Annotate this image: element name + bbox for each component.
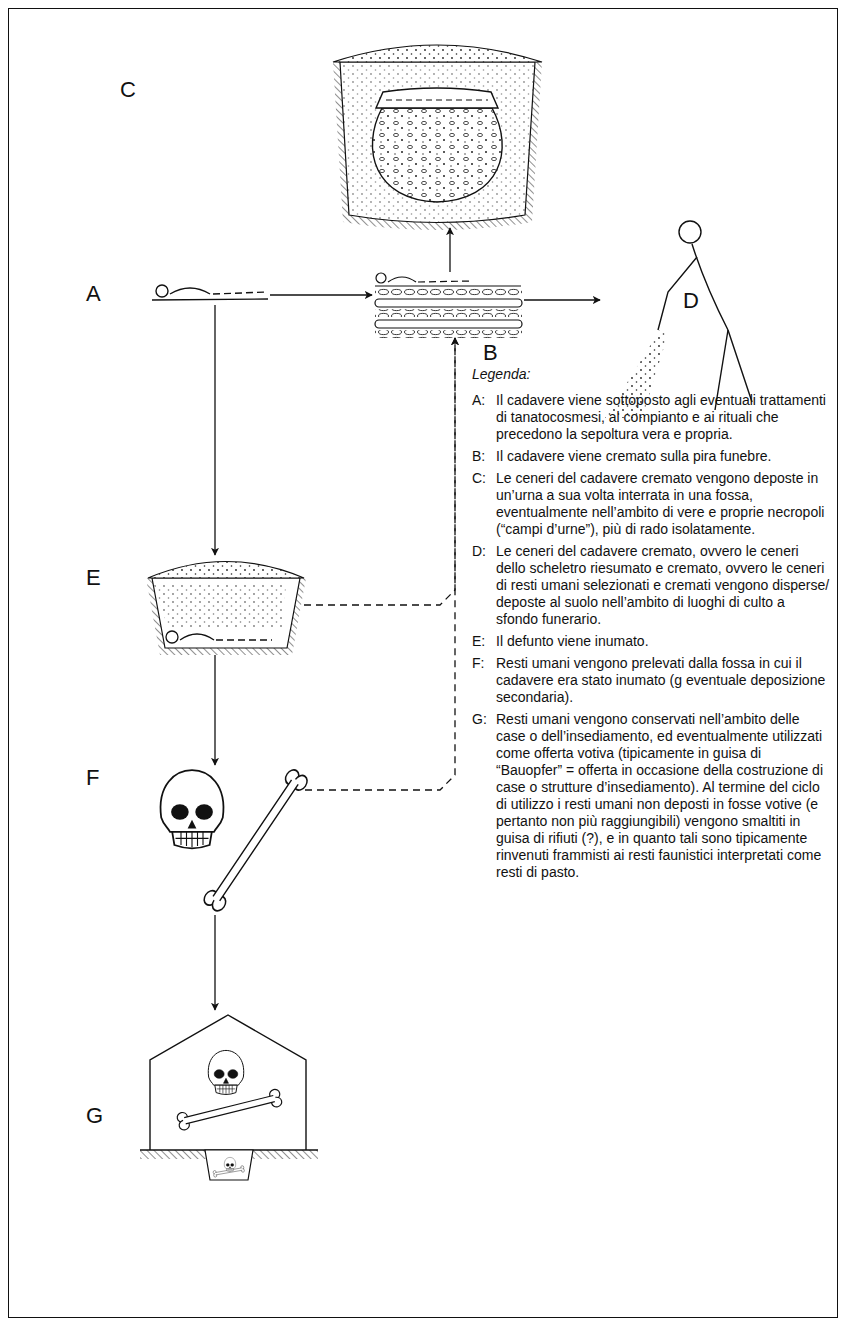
laid-out-body xyxy=(152,285,268,300)
legend-description: Le ceneri del cadavere cremato vengono d… xyxy=(496,470,830,538)
inhumation-pit-part xyxy=(146,578,306,655)
human-remains xyxy=(161,767,310,913)
legend-item: G:Resti umani vengono conservati nell’am… xyxy=(472,711,830,881)
legend-key: B: xyxy=(472,448,496,465)
urn-burial-part xyxy=(376,88,498,108)
inhumation-pit-part xyxy=(154,585,286,628)
laid-out-body-part xyxy=(152,299,268,300)
inhumation-pit-part xyxy=(152,578,300,648)
legend-item: E:Il defunto viene inumato. xyxy=(472,633,830,650)
stage-node: B xyxy=(372,272,524,338)
legend-description: Il defunto viene inumato. xyxy=(496,633,830,650)
funeral-pyre-part xyxy=(375,288,522,296)
inhumation-pit-part xyxy=(166,631,178,643)
laid-out-body-part xyxy=(213,292,268,294)
stage-letter: D xyxy=(683,289,699,313)
house-with-remains xyxy=(140,1015,318,1180)
legend-description: Il cadavere viene cremato sulla pira fun… xyxy=(496,448,830,465)
stage-node: E xyxy=(148,555,304,655)
funeral-pyre-part xyxy=(376,273,386,283)
inhumation-pit-part xyxy=(216,639,272,640)
urn-burial-part xyxy=(340,62,535,223)
legend-item: A:Il cadavere viene sottoposto agli even… xyxy=(472,392,830,443)
flow-arrow xyxy=(270,294,372,295)
urn-burial-part xyxy=(386,100,488,101)
funeral-pyre-part xyxy=(388,277,416,282)
house-with-remains-part xyxy=(224,1157,235,1171)
legend-text: Legenda: A:Il cadavere viene sottoposto a… xyxy=(472,366,830,886)
flow-arrow xyxy=(214,305,215,555)
legend-key: A: xyxy=(472,392,496,443)
funeral-pyre-part xyxy=(375,285,521,286)
funeral-pyre xyxy=(375,273,522,338)
funeral-pyre-part xyxy=(375,330,522,338)
house-with-remains-part xyxy=(205,1150,253,1180)
stage-node: D xyxy=(600,215,800,415)
flow-arrow xyxy=(449,228,450,272)
legend-key: G: xyxy=(472,711,496,881)
funeral-pyre-part xyxy=(375,320,522,328)
human-remains-part xyxy=(161,770,224,848)
person-scattering-ashes-part xyxy=(679,221,701,243)
urn-burial-part xyxy=(372,108,502,202)
person-scattering-ashes-part xyxy=(728,330,752,402)
urn-burial xyxy=(333,45,542,230)
inhumation-pit xyxy=(146,562,306,656)
urn-burial-part xyxy=(333,62,542,230)
page-frame xyxy=(9,9,838,1318)
inhumation-pit-part xyxy=(148,562,304,579)
flow-arrow xyxy=(214,915,215,1010)
legend-description: Resti umani vengono conservati nell’ambi… xyxy=(496,711,830,881)
legend-heading: Legenda: xyxy=(472,366,830,383)
person-scattering-ashes-part xyxy=(692,244,728,330)
laid-out-body-part xyxy=(170,288,210,294)
funeral-pyre-part xyxy=(375,299,522,307)
stage-letter: F xyxy=(86,766,99,790)
legend-item: D:Le ceneri del cadavere cremato, ovvero… xyxy=(472,543,830,628)
legend-item: F:Resti umani vengono prelevati dalla fo… xyxy=(472,655,830,706)
urn-burial-part xyxy=(333,45,542,62)
funeral-pyre-part xyxy=(375,309,522,317)
dashed-arrow xyxy=(305,338,455,790)
stage-node: G xyxy=(148,1010,308,1180)
laid-out-body-part xyxy=(156,285,168,297)
person-scattering-ashes xyxy=(605,221,752,418)
legend-description: Il cadavere viene sottoposto agli eventu… xyxy=(496,392,830,443)
legend-key: C: xyxy=(472,470,496,538)
urn-burial-part xyxy=(333,45,542,62)
inhumation-pit-part xyxy=(148,562,304,579)
house-with-remains-part xyxy=(208,1050,243,1094)
urn-burial-part xyxy=(340,62,535,223)
urn-burial-part xyxy=(372,108,502,202)
stage-letter: A xyxy=(86,282,101,306)
legend-item: B:Il cadavere viene cremato sulla pira f… xyxy=(472,448,830,465)
house-with-remains-part xyxy=(176,1088,283,1131)
stage-node: A xyxy=(150,283,270,305)
stage-letter: G xyxy=(86,1104,103,1128)
legend-item: C:Le ceneri del cadavere cremato vengono… xyxy=(472,470,830,538)
legend-key: D: xyxy=(472,543,496,628)
legend-description: Le ceneri del cadavere cremato, ovvero l… xyxy=(496,543,830,628)
dashed-arrow xyxy=(304,338,455,605)
stage-letter: E xyxy=(86,566,101,590)
stage-letter: C xyxy=(120,78,136,102)
legend-key: E: xyxy=(472,633,496,650)
funeral-pyre-part xyxy=(418,281,472,282)
flow-arrow xyxy=(214,655,215,765)
stage-letter: B xyxy=(483,341,498,365)
inhumation-pit-part xyxy=(180,634,214,640)
flow-arrow xyxy=(524,299,600,300)
legend-key: F: xyxy=(472,655,496,706)
stage-node: C xyxy=(330,38,542,228)
legend-description: Resti umani vengono prelevati dalla foss… xyxy=(496,655,830,706)
house-with-remains-part xyxy=(150,1015,306,1150)
stage-node: F xyxy=(150,765,305,915)
